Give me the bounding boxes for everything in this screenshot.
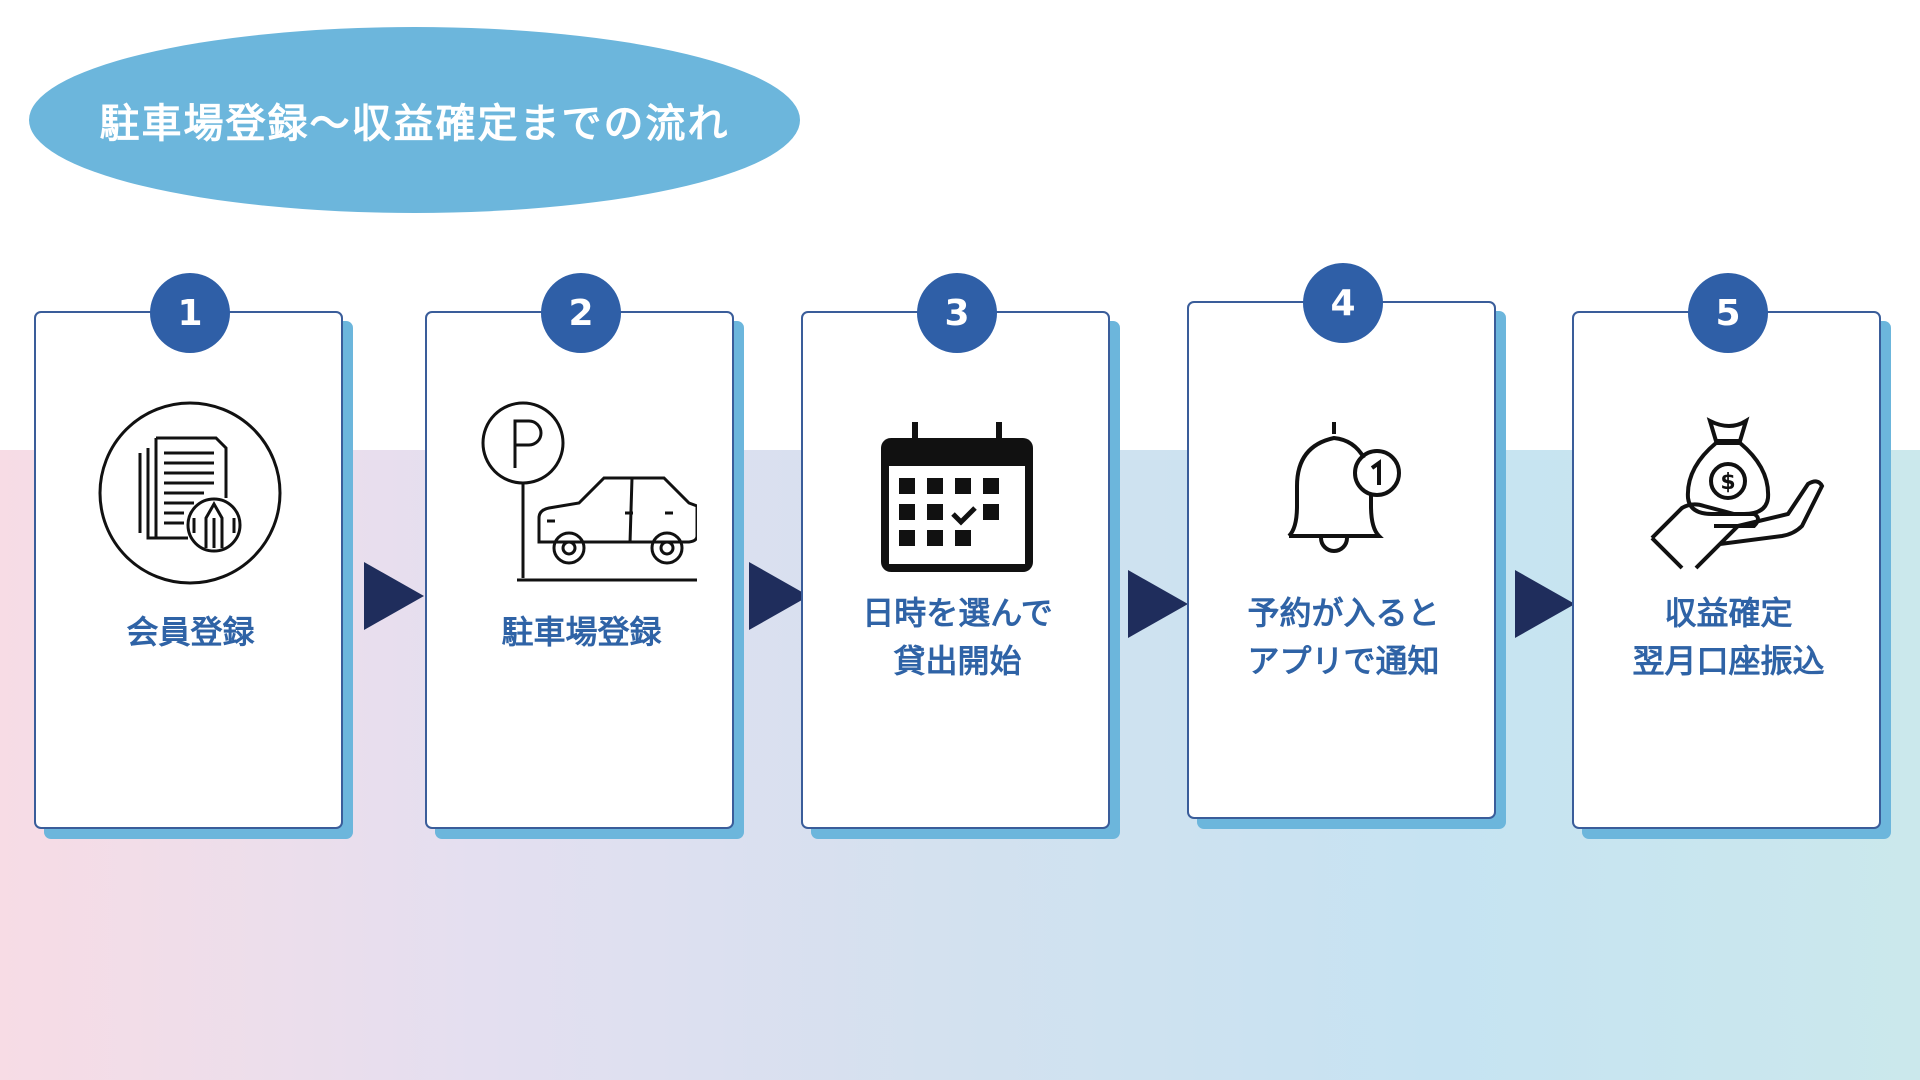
card-face: 2 駐車場登録 (425, 273, 734, 829)
step-number-badge: 2 (541, 273, 621, 353)
step-label: アプリで通知 (1247, 642, 1440, 680)
flow-arrow (1515, 570, 1575, 638)
step-label: 日時を選んで (862, 594, 1053, 632)
step-label: 翌月口座振込 (1632, 642, 1825, 680)
step-number-badge: 1 (150, 273, 230, 353)
step-label: 貸出開始 (893, 642, 1022, 680)
step-card-4: 4 予約が入ると アプリで通知 (1187, 263, 1506, 829)
flow-arrow (364, 562, 424, 630)
step-card-1: 1 会員登録 (34, 273, 353, 839)
document-pencil-icon (98, 401, 282, 585)
page-title: 駐車場登録〜収益確定までの流れ (29, 27, 800, 213)
calendar-icon (881, 422, 1033, 572)
parking-car-icon (481, 401, 697, 582)
card-face: 5 $ 収益確定 翌月口座振込 (1572, 273, 1881, 829)
step-label: 会員登録 (126, 613, 255, 651)
flow-arrow (1128, 570, 1188, 638)
step-card-3: 3 日時を選んで 貸出開始 (801, 273, 1120, 839)
step-label: 収益確定 (1664, 594, 1793, 632)
card-face: 1 会員登録 (34, 273, 343, 829)
step-card-5: 5 $ 収益確定 翌月口座振込 (1572, 273, 1891, 839)
card-face: 3 日時を選んで 貸出開始 (801, 273, 1110, 829)
step-number-badge: 4 (1303, 263, 1383, 343)
step-card-2: 2 駐車場登録 (425, 273, 744, 839)
step-number-badge: 5 (1688, 273, 1768, 353)
card-face: 4 予約が入ると アプリで通知 (1187, 263, 1496, 819)
step-label: 駐車場登録 (501, 613, 662, 651)
flow-arrow (749, 562, 809, 630)
money-bag-hand-icon: $ (1650, 416, 1825, 570)
bell-notification-icon (1287, 422, 1401, 553)
svg-text:$: $ (1720, 470, 1735, 495)
step-label: 予約が入ると (1247, 594, 1440, 632)
step-number-badge: 3 (917, 273, 997, 353)
